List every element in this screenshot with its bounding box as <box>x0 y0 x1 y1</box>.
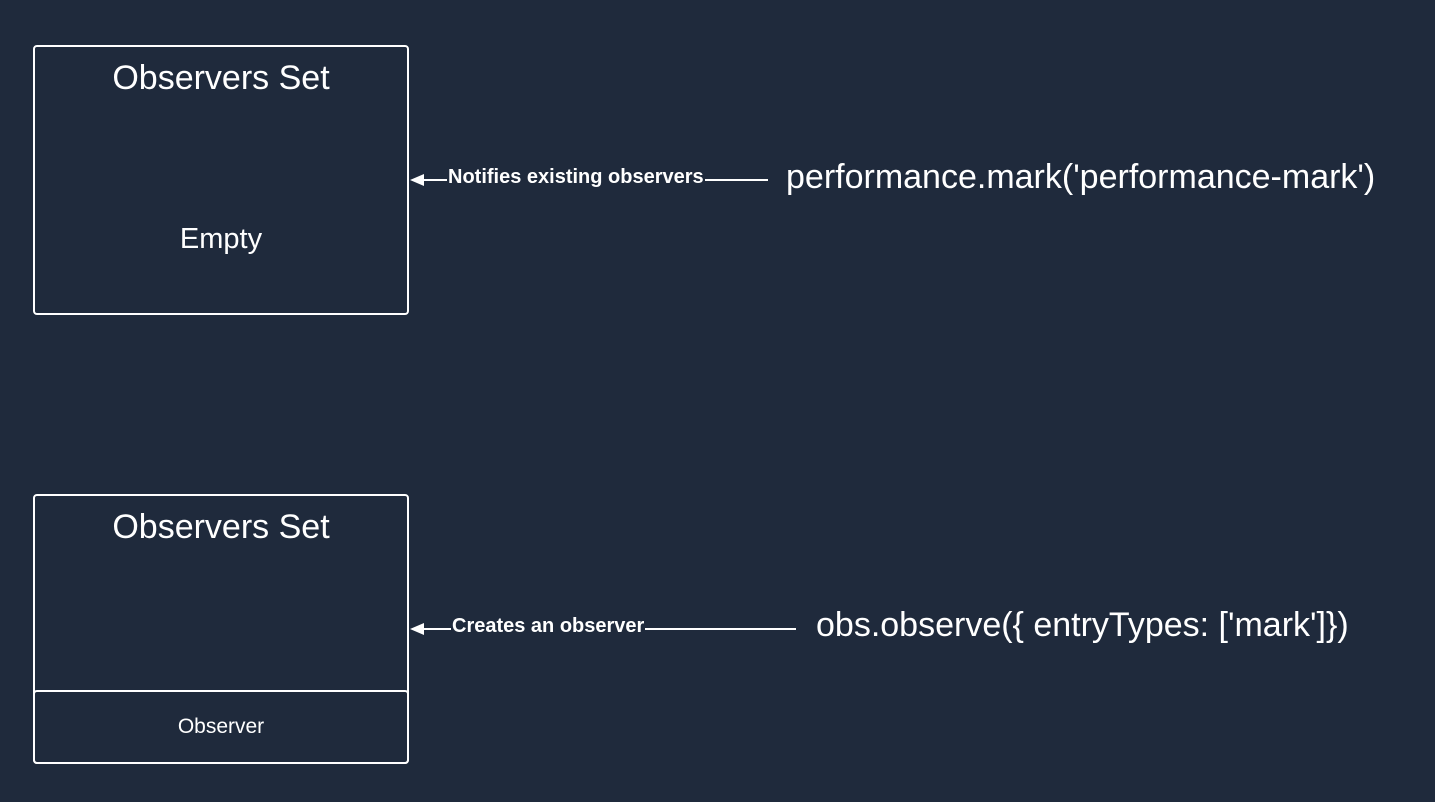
notify-observers-label: Notifies existing observers <box>447 165 705 189</box>
observers-set-title-bottom: Observers Set <box>112 508 330 546</box>
observer-entry-label: Observer <box>177 715 265 738</box>
observe-call-code: obs.observe({ entryTypes: ['mark']}) <box>816 606 1349 644</box>
observers-set-box-top: Observers Set Empty <box>33 45 409 315</box>
create-observer-label: Creates an observer <box>451 614 646 638</box>
observers-set-title-top: Observers Set <box>112 59 330 97</box>
observers-set-box-bottom: Observers Set Observer <box>33 494 409 764</box>
performance-mark-code: performance.mark('performance-mark') <box>786 158 1376 196</box>
observers-set-empty-label: Empty <box>179 223 263 255</box>
observer-entry: Observer <box>33 690 409 764</box>
